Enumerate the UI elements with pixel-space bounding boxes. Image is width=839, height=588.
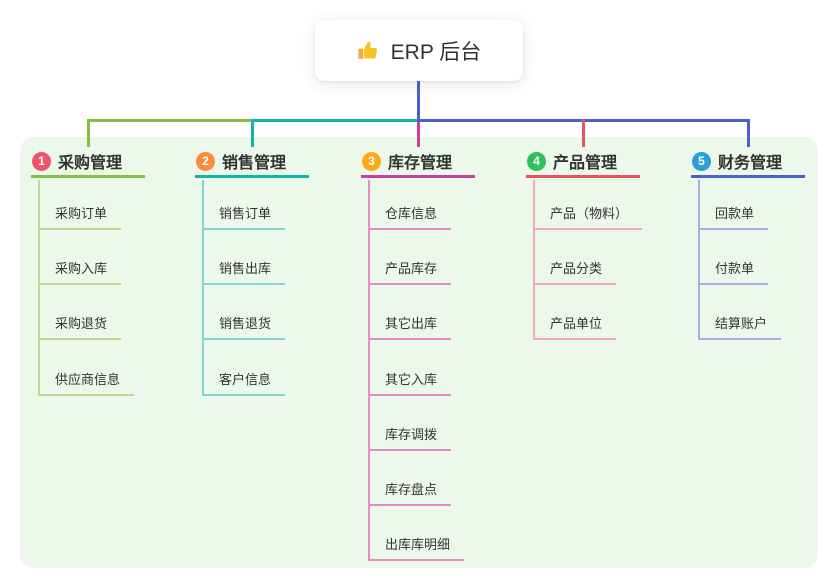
connector-line [38,180,40,396]
branch-node-label: 财务管理 [718,155,783,172]
child-node[interactable]: 库存盘点 [368,479,452,506]
child-node[interactable]: 产品库存 [368,258,452,285]
connector-line [416,81,420,122]
connector-line [86,119,254,122]
branch-node[interactable]: 3 库存管理 [361,147,475,178]
connector-line [746,119,750,147]
child-node[interactable]: 产品单位 [533,313,617,340]
child-node[interactable]: 采购入库 [38,258,122,285]
child-node[interactable]: 客户信息 [202,369,286,396]
connector-line [416,122,420,147]
branch-node[interactable]: 5 财务管理 [691,147,805,178]
branch-node-label: 库存管理 [388,155,453,172]
branch-node[interactable]: 2 销售管理 [195,147,309,178]
child-node[interactable]: 其它入库 [368,369,452,396]
child-node[interactable]: 采购订单 [38,203,122,230]
branch-number-badge: 1 [32,151,51,171]
branch-node[interactable]: 1 采购管理 [31,147,145,178]
branch-node[interactable]: 4 产品管理 [526,147,640,178]
child-node[interactable]: 仓库信息 [368,203,452,230]
child-node[interactable]: 销售订单 [202,203,286,230]
branch-number-badge: 5 [692,151,711,171]
child-node[interactable]: 供应商信息 [38,369,135,396]
connector-line [250,119,420,122]
child-node[interactable]: 付款单 [698,258,769,285]
connector-line [533,180,535,340]
child-node[interactable]: 采购退货 [38,313,122,340]
child-node[interactable]: 产品（物料） [533,203,643,230]
branch-number-badge: 4 [527,151,546,171]
child-node[interactable]: 库存调拨 [368,424,452,451]
child-node[interactable]: 出库库明细 [368,534,465,561]
mindmap-canvas [20,137,818,568]
root-node[interactable]: ERP 后台 [315,20,523,81]
branch-node-label: 销售管理 [222,155,287,172]
connector-line [202,180,204,396]
child-node[interactable]: 销售出库 [202,258,286,285]
connector-line [250,119,254,147]
branch-node-label: 采购管理 [58,155,123,172]
connector-line [581,119,585,147]
child-node[interactable]: 产品分类 [533,258,617,285]
branch-number-badge: 2 [196,151,215,171]
thumbs-up-icon [357,39,380,62]
child-node[interactable]: 结算账户 [698,313,782,340]
branch-number-badge: 3 [362,151,381,171]
connector-line [368,180,370,561]
branch-node-label: 产品管理 [553,155,618,172]
connector-line [86,119,90,147]
child-node[interactable]: 回款单 [698,203,769,230]
connector-line [698,180,700,340]
child-node[interactable]: 其它出库 [368,313,452,340]
child-node[interactable]: 销售退货 [202,313,286,340]
root-label: ERP 后台 [390,40,482,64]
